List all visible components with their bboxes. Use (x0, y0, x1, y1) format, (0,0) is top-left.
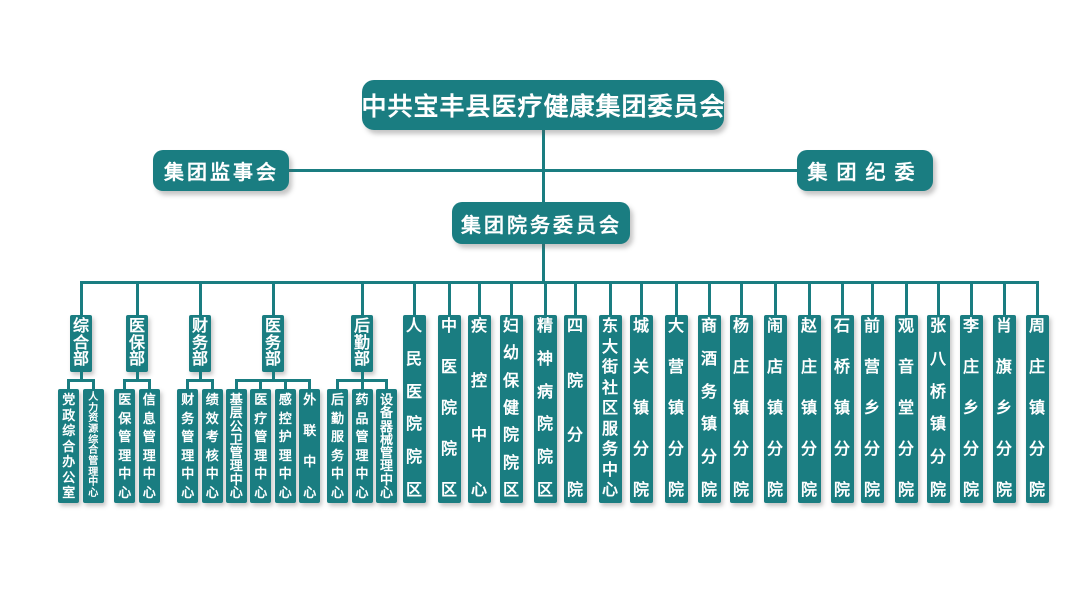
connector-stub-branch (1035, 281, 1039, 318)
department-box: 医保部 (126, 315, 148, 372)
connector-stub-branch (447, 281, 451, 318)
root-committee-label: 中共宝丰县医疗健康集团委员会 (361, 93, 726, 121)
hospital-council-label: 集团院务委员会 (461, 214, 622, 237)
department-box: 医务部 (262, 315, 284, 372)
branch-box: 观音堂分院 (894, 315, 918, 503)
branch-box: 妇幼保健院院区 (499, 315, 523, 503)
hospital-council-box: 集团院务委员会 (452, 202, 630, 244)
connector-stub-branch (608, 281, 612, 318)
connector-stub-branch (1002, 281, 1006, 318)
department-center-box: 药品管理中心 (351, 389, 373, 503)
connector-children-span (234, 379, 312, 382)
connector-stub-branch (969, 281, 973, 318)
connector-stub-branch (773, 281, 777, 318)
connector-department-down (135, 372, 139, 380)
connector-stub-department (360, 281, 364, 318)
connector-stub-center (336, 379, 339, 390)
branch-box: 石桥镇分院 (830, 315, 854, 503)
department-center-box: 财务管理中心 (177, 389, 199, 503)
connector-distribution-horizontal (80, 281, 1038, 284)
branch-box: 前营乡分院 (860, 315, 884, 503)
connector-stub-branch (936, 281, 940, 318)
connector-council-vertical (541, 244, 545, 283)
branch-box: 四院分院 (563, 315, 587, 503)
connector-children-span (123, 379, 151, 382)
connector-children-span (67, 379, 95, 382)
connector-stub-center (234, 379, 238, 390)
connector-stub-center (67, 379, 71, 390)
discipline-committee-label: 集团纪委 (807, 162, 924, 184)
branch-box: 大营镇分院 (664, 315, 688, 503)
supervisory-board-label: 集团监事会 (164, 162, 279, 184)
connector-stub-branch (840, 281, 844, 318)
branch-box: 人民医院院区 (402, 315, 426, 503)
connector-children-span (186, 379, 214, 382)
branch-box: 肖旗乡分院 (992, 315, 1016, 503)
connector-stub-branch (904, 281, 908, 318)
department-box: 财务部 (189, 315, 211, 372)
connector-stub-branch (477, 281, 481, 318)
connector-stub-center (123, 379, 127, 390)
department-center-box: 外联中心 (299, 389, 321, 503)
connector-stub-department (198, 281, 202, 318)
connector-stub-branch (807, 281, 811, 318)
branch-box: 精神病院院区 (533, 315, 557, 503)
connector-stub-center (360, 379, 364, 390)
connector-stub-branch (639, 281, 643, 318)
branch-box: 杨庄镇分院 (729, 315, 753, 503)
department-center-box: 医保管理中心 (114, 389, 136, 503)
connector-side-horizontal (288, 169, 798, 172)
department-center-box: 医疗管理中心 (250, 389, 272, 503)
connector-stub-branch (509, 281, 513, 318)
department-box: 后勤部 (351, 315, 373, 372)
connector-stub-branch (412, 281, 416, 318)
department-center-box: 后勤服务中心 (327, 389, 348, 503)
connector-stub-center (385, 379, 388, 390)
department-center-box: 基层公卫管理中心 (225, 389, 247, 503)
branch-box: 李庄乡分院 (959, 315, 983, 503)
department-box: 综合部 (70, 315, 92, 372)
branch-box: 闹店镇分院 (763, 315, 787, 503)
root-committee-box: 中共宝丰县医疗健康集团委员会 (361, 80, 726, 130)
connector-stub-center (186, 379, 190, 390)
branch-box: 城关镇分院 (629, 315, 653, 503)
branch-box: 商酒务镇分院 (697, 315, 721, 503)
department-center-box: 党政综合办公室 (58, 389, 80, 503)
connector-stub-department (79, 281, 83, 318)
department-center-box: 绩效考核中心 (201, 389, 223, 503)
discipline-committee-box: 集团纪委 (797, 150, 933, 191)
branch-box: 东大街社区服务中心 (598, 315, 622, 503)
connector-stub-center (308, 379, 312, 390)
connector-stub-department (271, 281, 275, 318)
branch-box: 中医院院区 (437, 315, 461, 503)
connector-stub-branch (674, 281, 678, 318)
department-center-box: 感控护理中心 (274, 389, 296, 503)
connector-stub-center (91, 379, 95, 390)
connector-stub-department (135, 281, 139, 318)
connector-stub-branch (870, 281, 874, 318)
connector-stub-center (210, 379, 214, 390)
branch-box: 赵庄镇分院 (797, 315, 821, 503)
connector-department-down (360, 372, 364, 380)
connector-stub-center (259, 379, 263, 390)
branch-box: 周庄镇分院 (1025, 315, 1049, 503)
department-center-box: 设备器械管理中心 (376, 389, 397, 503)
department-center-box: 信息管理中心 (138, 389, 160, 503)
connector-stub-branch (707, 281, 711, 318)
connector-department-down (198, 372, 202, 380)
branch-box: 张八桥镇分院 (926, 315, 950, 503)
connector-stub-center (283, 379, 287, 390)
connector-stub-center (147, 379, 151, 390)
department-center-box: 人力资源综合管理中心 (82, 389, 104, 503)
connector-stub-branch (739, 281, 743, 318)
connector-root-vertical (541, 129, 545, 206)
connector-stub-branch (573, 281, 577, 318)
supervisory-board-box: 集团监事会 (153, 150, 289, 191)
connector-department-down (271, 372, 275, 380)
connector-department-down (79, 372, 83, 380)
branch-box: 疾控中心 (467, 315, 491, 503)
connector-stub-branch (543, 281, 547, 318)
